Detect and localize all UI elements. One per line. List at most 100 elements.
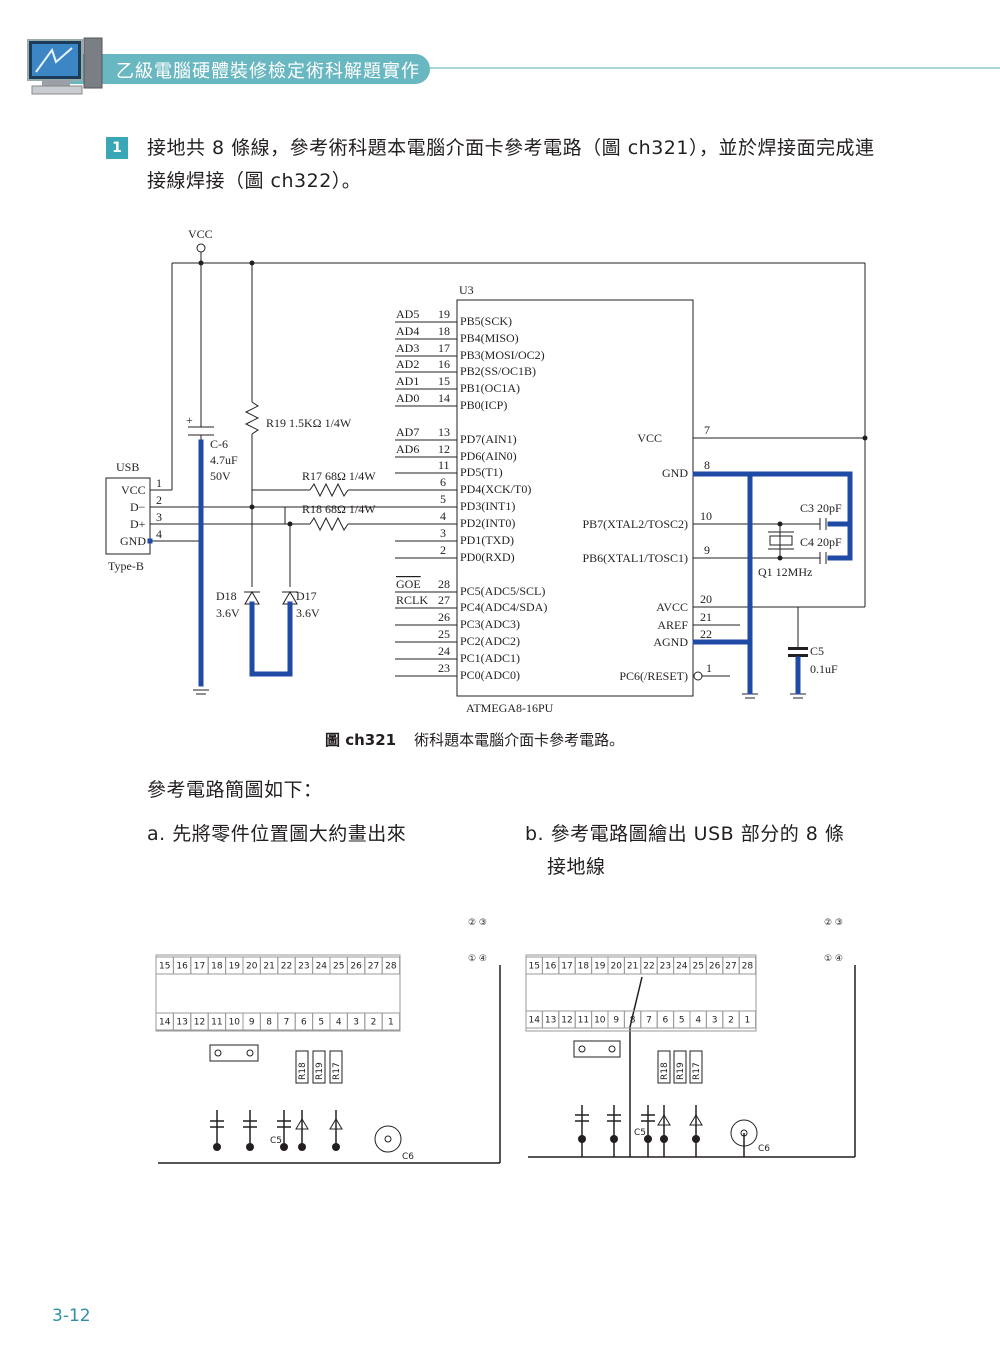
d17-label: D17	[296, 589, 317, 603]
pin-net-ad1: AD1	[396, 374, 419, 388]
pin-name-pd1: PD1(TXD)	[460, 533, 514, 547]
vcc-label: VCC	[188, 227, 213, 241]
usb-num-1: 1	[156, 476, 162, 490]
pin-cell-label: 20	[610, 962, 622, 972]
page-number: 3-12	[52, 1306, 91, 1326]
pin-cell-label: 7	[284, 1018, 290, 1028]
pin-num-25: 25	[438, 627, 450, 641]
pin-num-26: 26	[438, 610, 450, 624]
pin-cell	[738, 956, 757, 975]
pin-num-3: 3	[440, 526, 446, 540]
usb-pin-dplus: D+	[130, 517, 146, 531]
pin-name-avcc: AVCC	[656, 600, 688, 614]
q1-label: Q1 12MHz	[758, 565, 812, 579]
pin-name-pd2: PD2(INT0)	[460, 516, 515, 530]
pin-cell-label: 25	[692, 962, 703, 972]
resistor-r17-label-b: R17	[692, 1062, 702, 1080]
pin-cell-label: 19	[594, 962, 606, 972]
pin-cell-label: 27	[368, 962, 379, 972]
c3-label: C3 20pF	[800, 501, 842, 515]
pin-name-gnd: GND	[662, 466, 688, 480]
pin-cell-label: 5	[679, 1016, 685, 1026]
pin-cell-label: 2	[371, 1018, 377, 1028]
pin-cell-label: 9	[249, 1018, 255, 1028]
pin-num-20: 20	[700, 592, 712, 606]
c6-value: 4.7uF	[210, 453, 238, 467]
pin-name-pc3: PC3(ADC3)	[460, 617, 520, 631]
step-a-text: a. 先將零件位置圖大約畫出來	[147, 823, 407, 845]
pin-cell-label: 7	[646, 1016, 652, 1026]
pin-cell-label: 26	[350, 962, 362, 972]
pin-cell-label: 20	[246, 962, 258, 972]
pin-num-23: 23	[438, 661, 450, 675]
pin-num-7: 7	[704, 423, 710, 437]
pin-cell-label: 24	[676, 962, 688, 972]
pin-cell-label: 13	[545, 1016, 556, 1026]
pin-name-pd4: PD4(XCK/T0)	[460, 482, 531, 496]
pin-cell-label: 14	[528, 1016, 540, 1026]
pin-num-18: 18	[438, 324, 450, 338]
pin-cell-label: 14	[159, 1018, 171, 1028]
step-b-text-line2: 接地線	[547, 856, 606, 878]
pin-name-pd6: PD6(AIN0)	[460, 449, 517, 463]
header-divider	[60, 67, 1000, 69]
pin-cell-label: 8	[266, 1018, 272, 1028]
caption-label: 圖 ch321	[325, 731, 397, 749]
pin-num-4: 4	[440, 509, 446, 523]
pin-name-pd5: PD5(T1)	[460, 465, 503, 479]
resistor-r19-label: R19	[315, 1062, 325, 1080]
pin-num-24: 24	[438, 644, 450, 658]
pin-name-agnd: AGND	[653, 635, 688, 649]
pin-num-2: 2	[440, 543, 446, 557]
marker-1-4: ① ④	[468, 954, 487, 964]
resistor-r18-label: R18	[298, 1062, 308, 1080]
pin-net-ad4: AD4	[396, 324, 419, 338]
pin-cell-label: 5	[318, 1018, 324, 1028]
pin-name-pb1: PB1(OC1A)	[460, 381, 520, 395]
c6-label: C-6	[210, 437, 228, 451]
pin-net-ad3: AD3	[396, 341, 419, 355]
pin-name-pb3: PB3(MOSI/OC2)	[460, 348, 545, 362]
pin-cell-label: 12	[561, 1016, 572, 1026]
pin-name-vcc: VCC	[637, 431, 662, 445]
schematic-diagram: VCC U3 R19 1.5KΩ 1/4W R17 68Ω 1/4W R18 6…	[105, 227, 868, 715]
pin-cell-label: 24	[316, 962, 328, 972]
pin-cell-label: 17	[561, 962, 572, 972]
pin-name-pb0: PB0(ICP)	[460, 398, 507, 412]
pin-num-12: 12	[438, 442, 450, 456]
pin-cell-label: 1	[745, 1016, 751, 1026]
pin-name-pc0: PC0(ADC0)	[460, 668, 520, 682]
pin-name-pb6: PB6(XTAL1/TOSC1)	[583, 551, 689, 565]
pin-cell-label: 21	[263, 962, 274, 972]
r19-label: R19 1.5KΩ 1/4W	[266, 416, 352, 430]
d18-value: 3.6V	[216, 606, 240, 620]
pin-num-28: 28	[438, 577, 450, 591]
pin-cell-label: 18	[211, 962, 223, 972]
pin-num-6: 6	[440, 475, 446, 489]
pin-cell	[381, 1012, 401, 1031]
pin-name-pc6: PC6(/RESET)	[619, 669, 688, 683]
r18-label: R18 68Ω 1/4W	[302, 502, 376, 516]
pin-net-ad5: AD5	[396, 307, 419, 321]
pin-cell-label: 3	[353, 1018, 359, 1028]
pin-num-21: 21	[700, 610, 712, 624]
resistor-r19-label-b: R19	[676, 1062, 686, 1080]
pin-cell-label: 28	[742, 962, 754, 972]
pin-net-ad6: AD6	[396, 442, 419, 456]
pin-cell-label: 17	[194, 962, 205, 972]
d18-label: D18	[216, 589, 237, 603]
pin-cell-label: 4	[336, 1018, 342, 1028]
pin-num-11: 11	[438, 458, 450, 472]
u3-label: U3	[459, 283, 474, 297]
c5-value: 0.1uF	[810, 662, 838, 676]
usb-num-3: 3	[156, 510, 162, 524]
step-b-text-line1: b. 參考電路圖繪出 USB 部分的 8 條	[525, 823, 845, 845]
c6-plus-sign: +	[186, 413, 193, 427]
pin-num-1: 1	[706, 661, 712, 675]
pin-cell-label: 10	[594, 1016, 606, 1026]
pin-cell-label: 8	[630, 1016, 636, 1026]
pin-name-pd0: PD0(RXD)	[460, 550, 515, 564]
pin-name-pb2: PB2(SS/OC1B)	[460, 364, 536, 378]
resistor-r17-label: R17	[332, 1062, 342, 1080]
